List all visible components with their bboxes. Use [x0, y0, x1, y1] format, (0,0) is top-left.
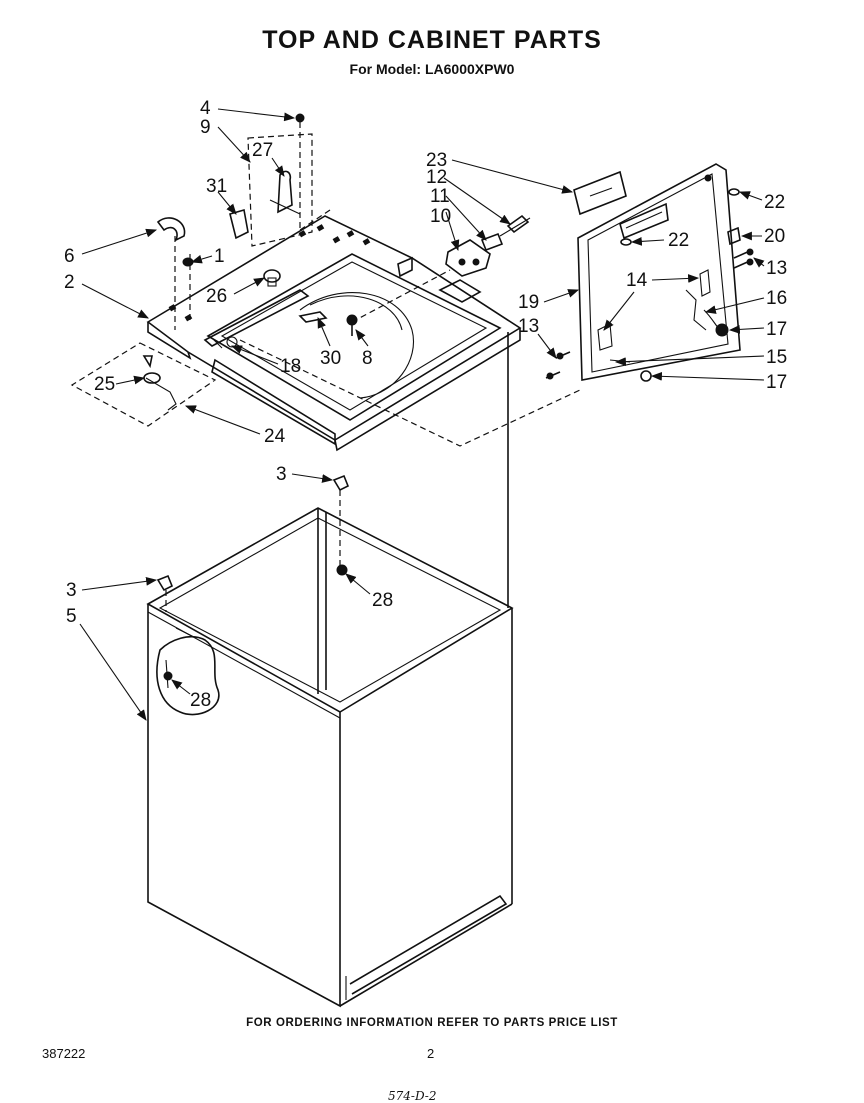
callout-31: 31 — [206, 176, 227, 197]
callout-10: 10 — [430, 206, 451, 227]
callout-25: 25 — [94, 374, 115, 395]
callout-labels: 4 9 27 31 6 1 2 26 30 8 18 25 24 23 12 1… — [64, 98, 787, 711]
screws-part-13a — [733, 248, 754, 269]
pin-part-12 — [499, 214, 531, 237]
callout-28-lower: 28 — [190, 690, 211, 711]
callout-28-upper: 28 — [372, 590, 393, 611]
knob-part-17b — [640, 370, 652, 382]
stopper-part-30 — [298, 311, 328, 323]
callout-17-upper: 17 — [766, 319, 787, 340]
callout-3-lower: 3 — [66, 580, 77, 601]
callout-3-upper: 3 — [276, 464, 287, 485]
ordering-note: FOR ORDERING INFORMATION REFER TO PARTS … — [246, 1017, 618, 1029]
callout-11: 11 — [430, 186, 450, 207]
callout-8: 8 — [362, 348, 373, 369]
bumper-part-1 — [182, 257, 194, 267]
callout-15: 15 — [766, 347, 787, 368]
lid-switch-part — [269, 113, 305, 215]
callout-22-lower: 22 — [668, 230, 689, 251]
callout-30: 30 — [320, 348, 341, 369]
screws-part-13b — [545, 351, 571, 380]
page-title: TOP AND CABINET PARTS — [262, 26, 602, 54]
callout-24: 24 — [264, 426, 286, 447]
callout-22-upper: 22 — [764, 192, 785, 213]
latch-part-11 — [480, 232, 504, 252]
callout-19: 19 — [518, 292, 539, 313]
bumper-part-22b — [620, 238, 632, 246]
document-number: 387222 — [42, 1046, 86, 1061]
callout-27: 27 — [252, 140, 273, 161]
callout-leaders — [79, 108, 765, 721]
model-subtitle: For Model: LA6000XPW0 — [349, 61, 515, 77]
callout-20: 20 — [764, 226, 785, 247]
callout-13-left: 13 — [518, 316, 539, 337]
callout-12: 12 — [426, 167, 447, 188]
grommet-part-26 — [263, 269, 281, 287]
callout-16: 16 — [766, 288, 787, 309]
clip-part-20 — [727, 226, 741, 246]
page-number: 2 — [427, 1046, 435, 1061]
callout-14: 14 — [626, 270, 648, 291]
top-panel — [146, 215, 522, 452]
callout-23: 23 — [426, 150, 447, 171]
clip-part-3a — [332, 474, 350, 566]
exploded-parts-diagram: 4 9 27 31 6 1 2 26 30 8 18 25 24 23 12 1… — [64, 98, 787, 1008]
handle-plate-part-23 — [573, 170, 627, 216]
screw-part-8 — [346, 314, 358, 336]
screw-part-28a — [336, 564, 348, 576]
handwritten-note: 574-D-2 — [388, 1089, 437, 1103]
clip-part-3b — [156, 574, 174, 612]
callout-13-right: 13 — [766, 258, 787, 279]
bracket-part-31 — [229, 208, 249, 240]
lid-part-19 — [577, 163, 741, 381]
callout-26: 26 — [206, 286, 227, 307]
callout-5: 5 — [66, 606, 77, 627]
callout-9: 9 — [200, 117, 211, 138]
lid-catch-part-10 — [445, 239, 491, 277]
hinge-part-6 — [156, 217, 186, 242]
cabinet-part-5 — [146, 332, 514, 1008]
callout-1: 1 — [214, 246, 225, 267]
callout-4: 4 — [200, 98, 211, 119]
bumper-part-22a — [728, 188, 740, 196]
callout-17-lower: 17 — [766, 372, 787, 393]
knob-part-17a — [715, 323, 729, 337]
callout-2: 2 — [64, 272, 75, 293]
screw-part-28b — [163, 671, 173, 681]
callout-18: 18 — [280, 356, 301, 377]
callout-6: 6 — [64, 246, 75, 267]
spring-part-25 — [142, 355, 177, 411]
